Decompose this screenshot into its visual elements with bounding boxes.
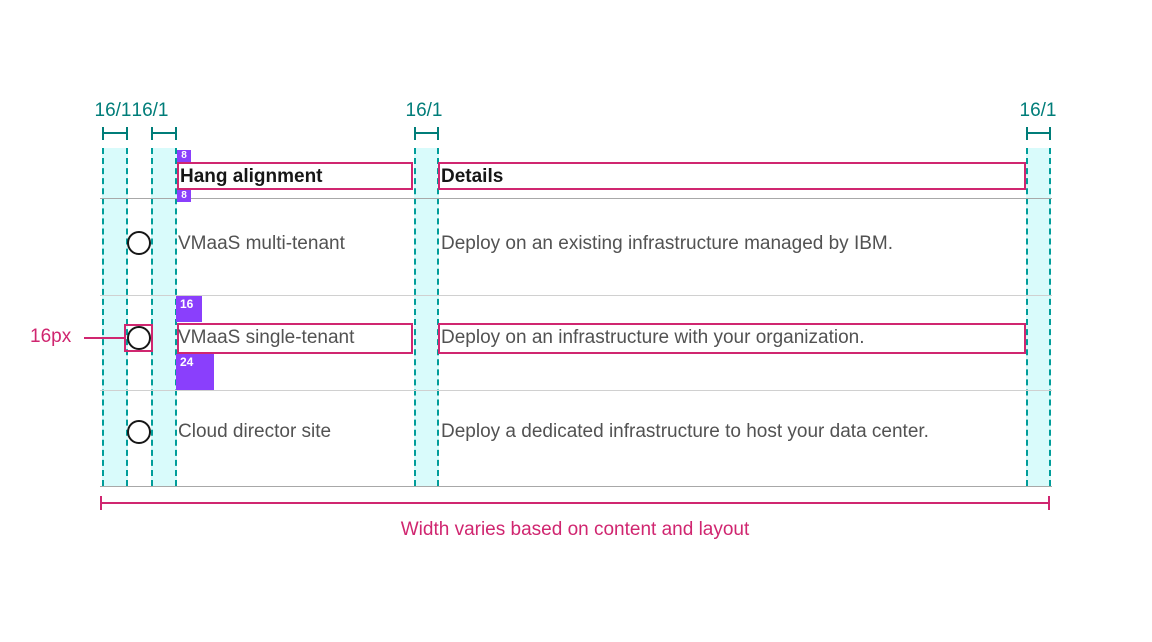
column-header-details: Details [441, 166, 504, 187]
gutter-guide-2 [151, 148, 177, 486]
radio-button-row-2[interactable] [127, 326, 151, 350]
header-highlight-box-details [438, 162, 1026, 190]
row-name-highlight-box [177, 323, 413, 354]
gutter-width-label-1: 16/1 [94, 100, 132, 121]
gutter-guide-4 [1026, 148, 1051, 486]
gutter-width-label-2: 16/1 [131, 100, 169, 121]
column-header-hang-alignment: Hang alignment [180, 166, 323, 187]
spacing-badge-8-bottom: 8 [177, 190, 191, 202]
gutter-guide-1 [102, 148, 128, 486]
gutter-width-label-4: 16/1 [1019, 100, 1057, 121]
radio-size-label: 16px [30, 326, 72, 347]
measurement-bracket-4 [1026, 127, 1051, 140]
row-1-details: Deploy on an existing infrastructure man… [441, 233, 894, 254]
row-divider-1 [100, 295, 1052, 296]
spacing-badge-16: 16 [176, 296, 202, 322]
header-divider [100, 198, 1052, 199]
radio-button-row-3[interactable] [127, 420, 151, 444]
leader-line [84, 337, 124, 339]
row-2-details: Deploy on an infrastructure with your or… [441, 327, 865, 348]
row-3-details: Deploy a dedicated infrastructure to hos… [441, 421, 929, 442]
row-divider-2 [100, 390, 1052, 391]
spacing-badge-24: 24 [176, 354, 214, 390]
gutter-width-label-3: 16/1 [405, 100, 443, 121]
row-3-name: Cloud director site [178, 421, 332, 442]
width-caption: Width varies based on content and layout [400, 519, 750, 540]
spacing-badge-8-top: 8 [177, 150, 191, 162]
bottom-divider [100, 486, 1052, 487]
measurement-bracket-2 [151, 127, 177, 140]
radio-highlight-box [124, 324, 153, 352]
measurement-bracket-1 [102, 127, 128, 140]
header-highlight-box-name [177, 162, 413, 190]
radio-button-row-1[interactable] [127, 231, 151, 255]
row-1-name: VMaaS multi-tenant [178, 233, 345, 254]
row-details-highlight-box [438, 323, 1026, 354]
measurement-bracket-3 [414, 127, 439, 140]
row-2-name: VMaaS single-tenant [178, 327, 355, 348]
gutter-guide-3 [414, 148, 439, 486]
width-measurement-line [100, 496, 1050, 510]
